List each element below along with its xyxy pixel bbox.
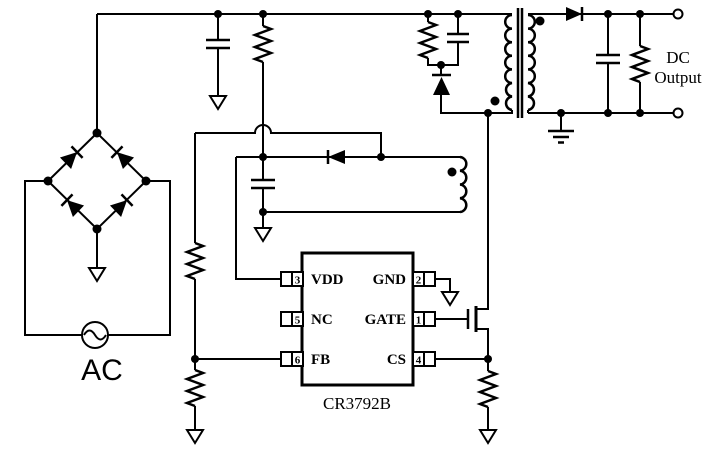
sine-icon <box>83 329 107 341</box>
pin-label-cs: CS <box>387 352 406 368</box>
ground-arrow-cs <box>478 429 498 445</box>
drain-wire <box>476 113 489 310</box>
auxiliary-winding <box>447 155 468 214</box>
ic-part-number: CR3792B <box>323 394 391 413</box>
snubber-capacitor <box>447 32 469 44</box>
fb-sense-wire-with-hop <box>195 124 382 157</box>
output-diode <box>566 7 584 21</box>
gnd-pin-wire <box>435 278 451 292</box>
earth-ground-secondary <box>548 129 574 144</box>
pin-label-gnd: GND <box>373 272 407 288</box>
secondary-polarity-dot <box>535 16 545 26</box>
ic-cr3792b: 3 5 6 2 1 4 VDD NC FB GND GATE CS CR3792… <box>280 251 436 413</box>
ground-arrow-bulk-cap <box>208 95 228 111</box>
pin-number-2: 2 <box>416 275 422 287</box>
ground-arrow-gnd-pin <box>440 291 460 307</box>
aux-polarity-dot <box>447 167 457 177</box>
aux-rectifier-diode <box>326 150 345 164</box>
bridge-rectifier <box>46 131 148 231</box>
pin-label-vdd: VDD <box>311 272 344 288</box>
transformer <box>490 8 545 118</box>
vdd-capacitor <box>251 178 275 190</box>
secondary-winding <box>527 13 537 112</box>
fb-lower-resistor <box>183 368 207 408</box>
load-resistor <box>628 44 652 84</box>
vdd-feed-wire <box>235 157 281 280</box>
cs-sense-resistor <box>476 369 500 409</box>
snubber-diode <box>432 73 451 95</box>
dc-output-label-line2: Output <box>654 68 702 87</box>
transformer-core <box>516 8 524 118</box>
snubber-resistor <box>416 20 440 60</box>
mosfet <box>466 306 488 332</box>
bulk-capacitor <box>206 38 230 50</box>
fb-upper-resistor <box>183 241 207 281</box>
primary-winding <box>503 13 513 112</box>
ac-source <box>81 321 109 349</box>
pin-number-1: 1 <box>416 315 422 327</box>
wires <box>24 13 678 430</box>
ground-arrow-bridge <box>87 267 107 283</box>
junction-dots <box>43 10 644 363</box>
pin-number-5: 5 <box>295 315 301 327</box>
output-terminal-negative <box>672 107 684 119</box>
ground-arrows <box>87 95 498 445</box>
pin-label-gate: GATE <box>365 312 406 328</box>
dc-output-label-line1: DC <box>666 48 690 67</box>
pin-label-fb: FB <box>311 352 330 368</box>
pin-number-4: 4 <box>416 355 422 367</box>
primary-polarity-dot <box>490 96 500 106</box>
pin-number-6: 6 <box>295 355 301 367</box>
pin-label-nc: NC <box>311 312 333 328</box>
output-capacitor <box>596 53 620 65</box>
source-wire <box>476 328 489 359</box>
bridge-diode-bottom-left <box>60 193 85 218</box>
bridge-diode-top-left <box>59 145 84 170</box>
ground-arrow-vdd-cap <box>253 227 273 243</box>
ground-arrow-fb <box>185 429 205 445</box>
bridge-diode-bottom-right <box>109 193 134 218</box>
startup-resistor <box>251 24 275 64</box>
ac-label: AC <box>81 354 123 387</box>
output-terminal-positive <box>672 8 684 20</box>
pin-number-3: 3 <box>295 275 301 287</box>
bridge-diode-top-right <box>110 145 135 170</box>
